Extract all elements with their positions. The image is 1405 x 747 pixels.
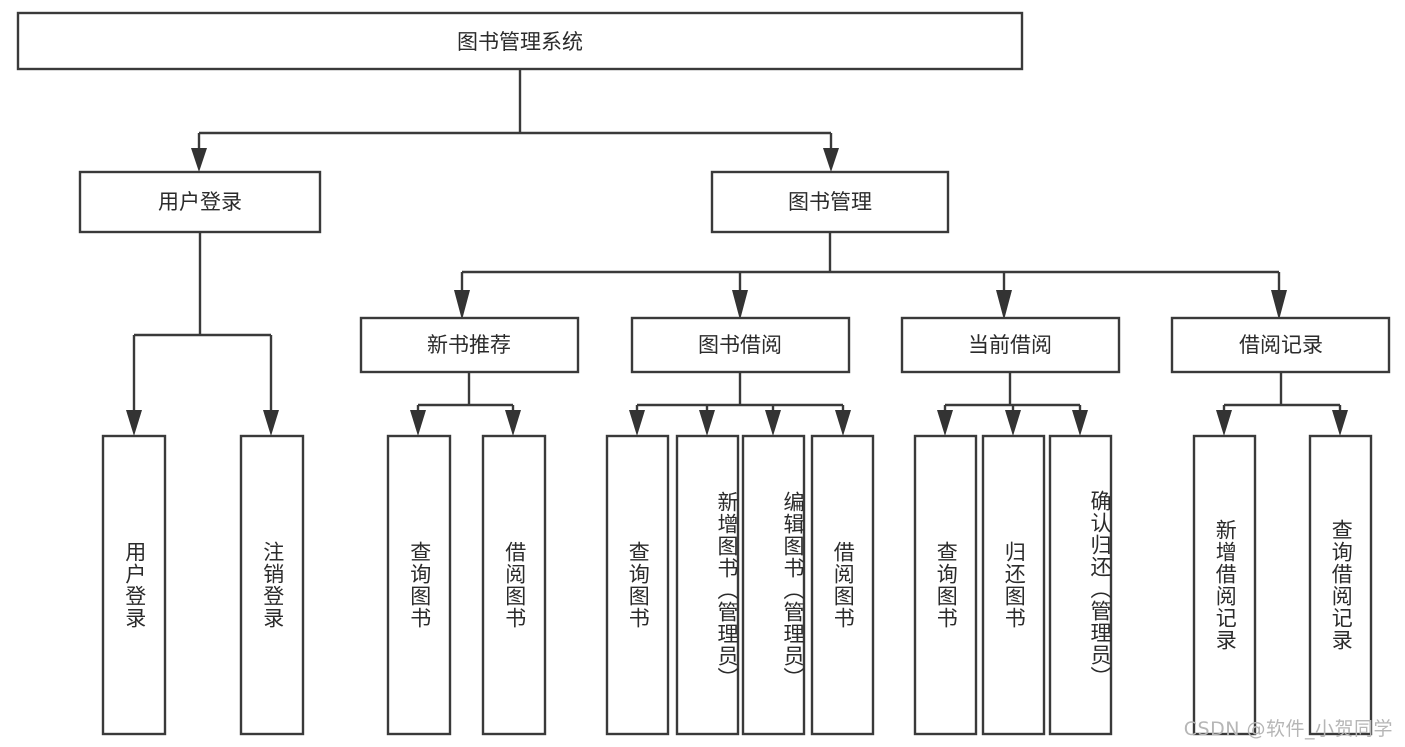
node-root[interactable]: 图书管理系统 — [16, 11, 1024, 71]
connector-root-to-level1 — [191, 69, 839, 172]
watermark-text: CSDN @软件_小贺同学 — [1183, 718, 1393, 740]
node-new-book-recommend-box[interactable] — [359, 316, 580, 374]
node-root-box[interactable] — [16, 11, 1024, 71]
leaf-box-edit-book-admin[interactable] — [741, 434, 806, 736]
leaf-box-logout[interactable] — [239, 434, 305, 736]
arrow-head-icon — [1332, 410, 1348, 436]
node-user-login-box[interactable] — [78, 170, 322, 234]
leaf-box-query-borrow-record[interactable] — [1308, 434, 1373, 736]
node-new-book-recommend[interactable]: 新书推荐 — [359, 316, 580, 374]
arrow-head-icon — [629, 410, 645, 436]
connector-user-login-to-leaves — [126, 232, 279, 436]
node-borrow-record-label: 借阅记录 — [1239, 333, 1323, 357]
leaf-box-user-login[interactable] — [101, 434, 167, 736]
node-borrow-record[interactable]: 借阅记录 — [1170, 316, 1391, 374]
arrow-head-icon — [835, 410, 851, 436]
arrow-head-icon — [1216, 410, 1232, 436]
leaf-box-confirm-return-admin[interactable] — [1048, 434, 1113, 736]
connector-borrow-record-to-leaves — [1216, 372, 1348, 436]
node-book-management-label: 图书管理 — [788, 190, 872, 214]
arrow-head-icon — [410, 410, 426, 436]
arrow-head-icon — [732, 290, 748, 320]
arrow-head-icon — [191, 148, 207, 172]
connector-current-borrow-to-leaves — [937, 372, 1088, 436]
leaf-box-add-borrow-record[interactable] — [1192, 434, 1257, 736]
arrow-head-icon — [823, 148, 839, 172]
node-user-login[interactable]: 用户登录 — [78, 170, 322, 234]
leaf-box-query-book-3[interactable] — [913, 434, 978, 736]
arrow-head-icon — [454, 290, 470, 320]
arrow-head-icon — [699, 410, 715, 436]
arrow-head-icon — [1271, 290, 1287, 320]
leaf-box-borrow-book-1[interactable] — [481, 434, 547, 736]
node-current-borrow-label: 当前借阅 — [968, 333, 1052, 357]
leaf-box-borrow-book-2[interactable] — [810, 434, 875, 736]
node-current-borrow-box[interactable] — [900, 316, 1121, 374]
arrow-head-icon — [1072, 410, 1088, 436]
connector-new-book-recommend-to-leaves — [410, 372, 521, 436]
node-current-borrow[interactable]: 当前借阅 — [900, 316, 1121, 374]
node-book-management[interactable]: 图书管理 — [710, 170, 950, 234]
arrow-head-icon — [765, 410, 781, 436]
node-book-borrow[interactable]: 图书借阅 — [630, 316, 851, 374]
leaf-box-return-book[interactable] — [981, 434, 1046, 736]
arrow-head-icon — [263, 410, 279, 436]
connector-book-management-to-level2 — [454, 232, 1287, 320]
node-root-label: 图书管理系统 — [457, 30, 583, 54]
arrow-head-icon — [505, 410, 521, 436]
arrow-head-icon — [1005, 410, 1021, 436]
arrow-head-icon — [126, 410, 142, 436]
node-user-login-label: 用户登录 — [158, 190, 242, 214]
leaf-box-query-book-2[interactable] — [605, 434, 670, 736]
arrow-head-icon — [937, 410, 953, 436]
node-new-book-recommend-label: 新书推荐 — [427, 333, 511, 357]
connector-book-borrow-to-leaves — [629, 372, 851, 436]
leaf-box-add-book-admin[interactable] — [675, 434, 740, 736]
node-book-borrow-label: 图书借阅 — [698, 333, 782, 357]
leaf-box-query-book-1[interactable] — [386, 434, 452, 736]
arrow-head-icon — [996, 290, 1012, 320]
